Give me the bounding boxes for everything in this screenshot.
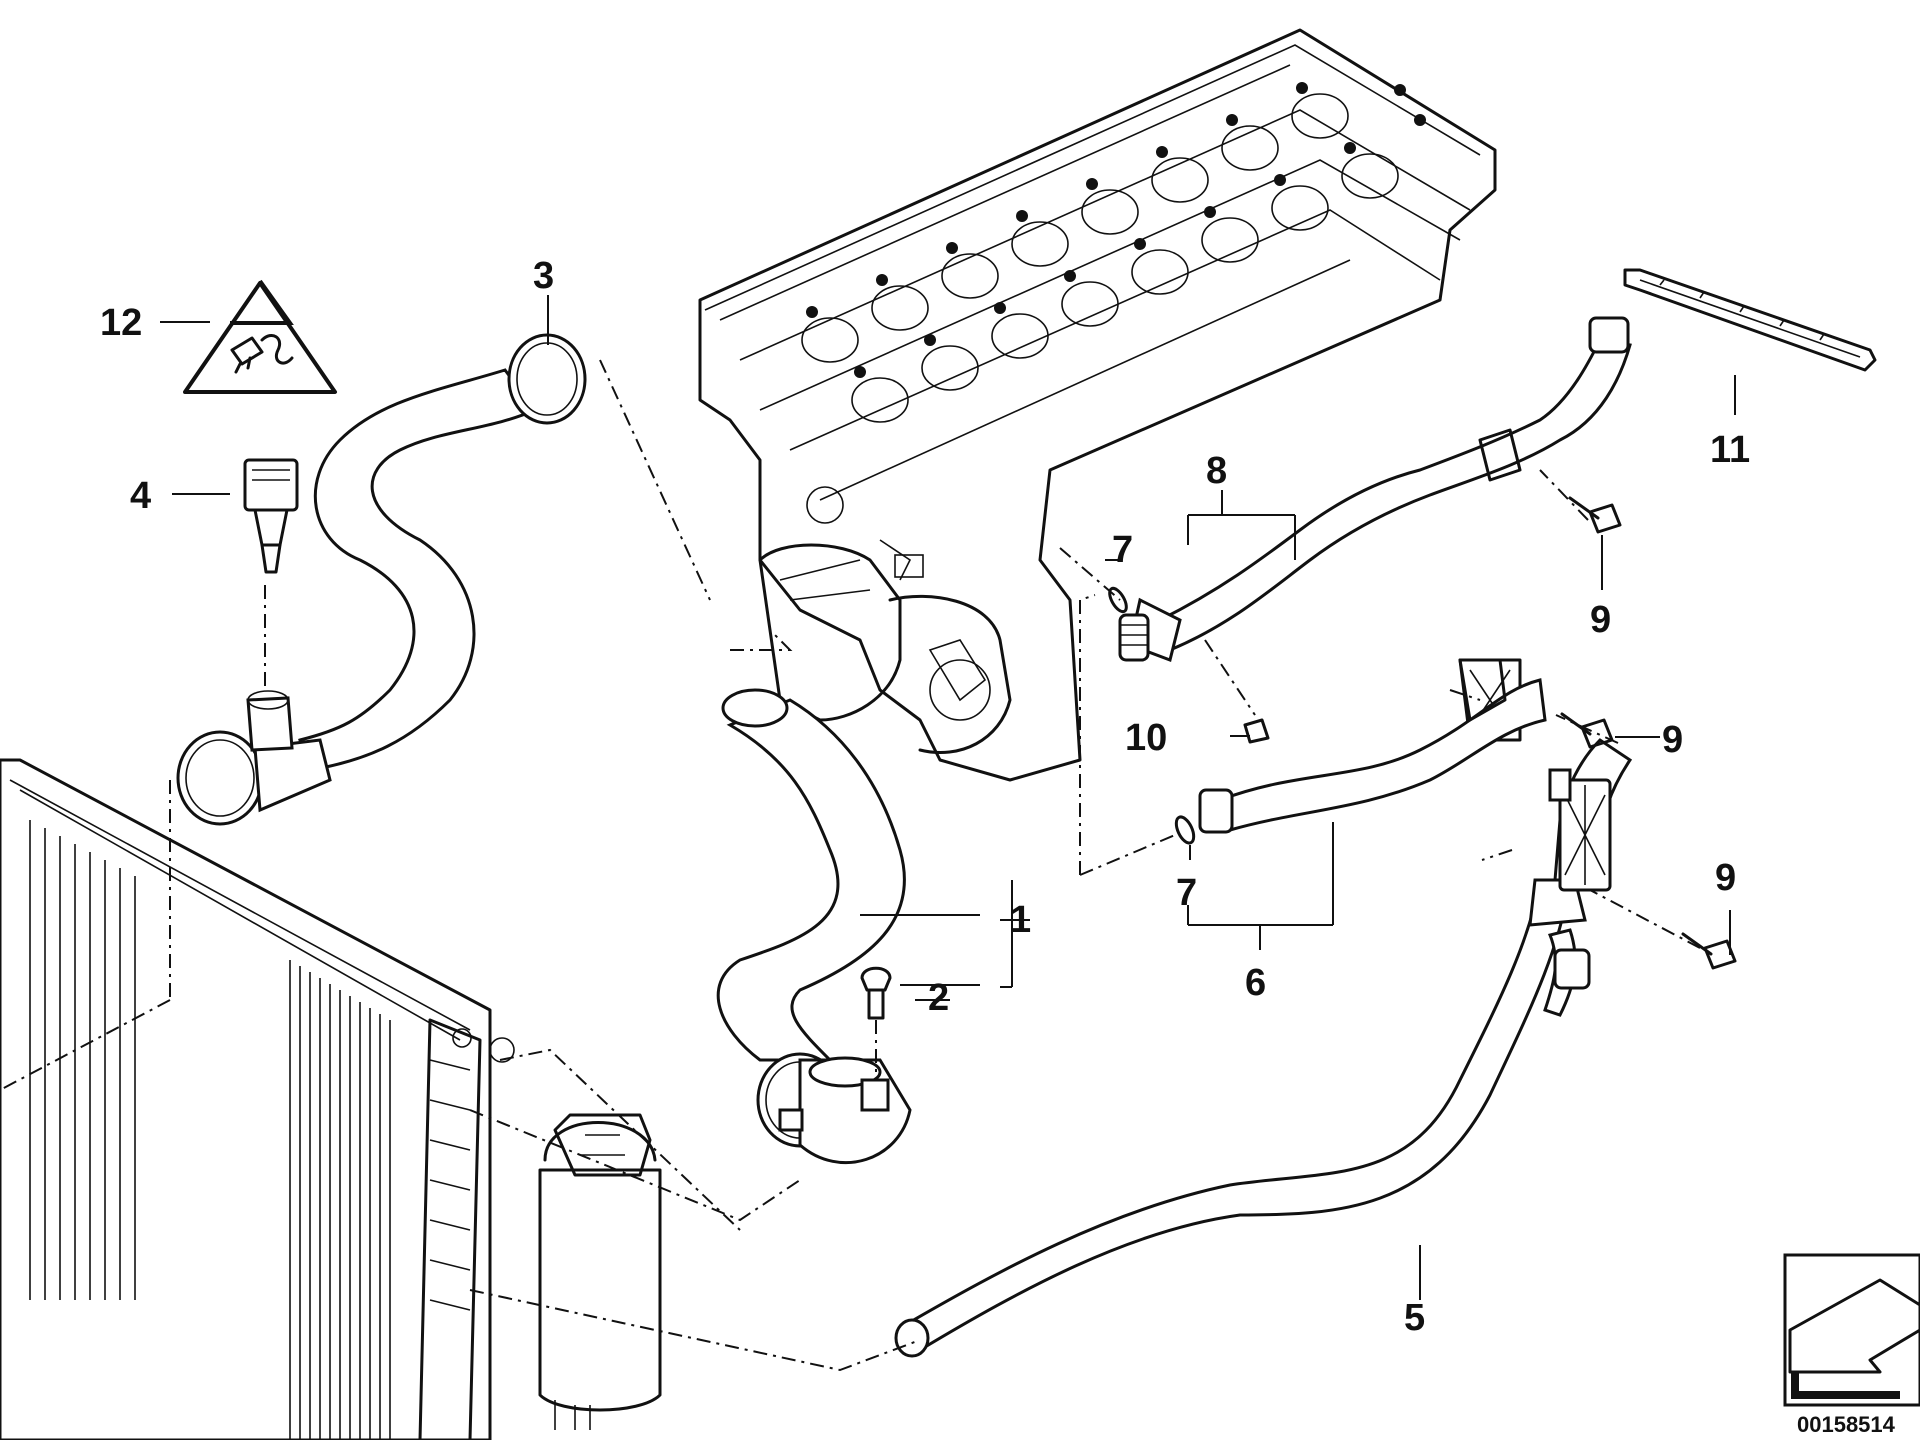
temperature-sensor-4 bbox=[243, 458, 299, 574]
hose-5-return-hose bbox=[894, 658, 1633, 1358]
callout-11: 11 bbox=[1710, 429, 1750, 471]
clamp-strap-11 bbox=[1623, 268, 1877, 372]
leader-lines bbox=[0, 295, 1736, 1372]
callout-9-upper: 9 bbox=[1590, 599, 1611, 641]
hose-1-lower-radiator-hose bbox=[716, 688, 912, 1164]
bolt-9-lower bbox=[1681, 932, 1737, 970]
callout-7-lower: 7 bbox=[1176, 872, 1197, 914]
callout-5: 5 bbox=[1404, 1297, 1425, 1339]
direction-arrow-icon bbox=[1783, 1253, 1920, 1407]
hose-6 bbox=[1198, 658, 1612, 892]
o-ring-7-upper bbox=[1108, 586, 1128, 614]
screw-2 bbox=[860, 966, 892, 1020]
hose-8 bbox=[1118, 316, 1632, 662]
callout-1: 1 bbox=[1010, 899, 1031, 941]
hose-3-upper-radiator-hose bbox=[176, 333, 587, 826]
callout-8: 8 bbox=[1206, 450, 1227, 492]
callout-9-lower: 9 bbox=[1715, 857, 1736, 899]
callout-labels: 12 4 3 1 2 8 7 10 7 6 9 9 9 11 5 0015851… bbox=[100, 255, 1896, 1437]
document-number: 00158514 bbox=[1797, 1412, 1896, 1437]
callout-6: 6 bbox=[1245, 962, 1266, 1004]
callout-12: 12 bbox=[100, 302, 142, 344]
engine-cylinder-head bbox=[698, 28, 1497, 782]
bolt-9-middle bbox=[1560, 712, 1614, 749]
radiator bbox=[0, 758, 515, 1440]
callout-2: 2 bbox=[928, 977, 949, 1019]
o-ring-7-lower bbox=[1174, 815, 1196, 845]
callout-9-middle: 9 bbox=[1662, 719, 1683, 761]
callout-4: 4 bbox=[130, 475, 151, 517]
callout-10: 10 bbox=[1125, 717, 1167, 759]
bolt-9-upper bbox=[1568, 496, 1622, 534]
callout-3: 3 bbox=[533, 255, 554, 297]
expansion-tank bbox=[538, 1113, 662, 1430]
callout-7-upper: 7 bbox=[1112, 529, 1133, 571]
plug-10 bbox=[1243, 718, 1270, 744]
hot-coolant-warning-icon bbox=[183, 279, 337, 394]
